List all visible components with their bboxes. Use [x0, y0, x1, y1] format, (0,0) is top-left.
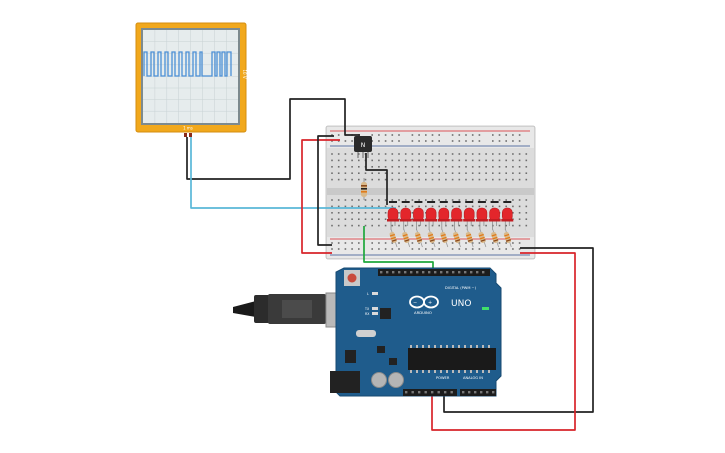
- power-header: [403, 389, 457, 396]
- led[interactable]: [450, 207, 463, 230]
- analog-label: ANALOG IN: [463, 376, 483, 380]
- power-label: POWER: [436, 376, 450, 380]
- led[interactable]: [463, 207, 476, 230]
- led-resistor[interactable]: [503, 228, 512, 248]
- led-resistor[interactable]: [440, 228, 449, 248]
- oscilloscope[interactable]: 10 V 1 ms: [135, 22, 247, 137]
- led[interactable]: [488, 207, 501, 230]
- wires: [186, 98, 594, 431]
- led-resistor[interactable]: [402, 228, 411, 248]
- svg-text:−: −: [413, 300, 417, 306]
- led[interactable]: [475, 207, 488, 230]
- wire-cyan-scope-signal[interactable]: [190, 137, 396, 209]
- on-led: [482, 307, 489, 310]
- oscilloscope-signal: [143, 51, 232, 77]
- oscilloscope-probe-positive[interactable]: [184, 133, 187, 137]
- led-resistor[interactable]: [453, 228, 461, 248]
- led[interactable]: [399, 207, 412, 230]
- led-array: [387, 201, 514, 248]
- led[interactable]: [425, 207, 438, 230]
- digital-label: DIGITAL (PWM ~): [445, 286, 477, 290]
- bottom-pins: [405, 391, 495, 394]
- rx-led-label: RX: [365, 312, 370, 316]
- led[interactable]: [412, 207, 425, 230]
- crystal: [356, 330, 376, 337]
- power-jack: [330, 371, 360, 393]
- led-resistor[interactable]: [465, 228, 474, 248]
- model-label: UNO: [451, 299, 471, 309]
- oscilloscope-time-label: 1 ms: [183, 126, 193, 131]
- wire-black-ground-rail-right[interactable]: [443, 247, 594, 413]
- oscilloscope-scale-label: 10 V: [242, 69, 247, 78]
- arduino-uno[interactable]: DIGITAL (PWM ~) − + UNO ARDUINO L TX RX: [233, 267, 502, 397]
- led[interactable]: [501, 207, 514, 230]
- oscilloscope-probe-negative[interactable]: [189, 133, 192, 137]
- npn-transistor[interactable]: N: [354, 136, 372, 158]
- transistor-label: N: [361, 142, 366, 149]
- wire-black-transistor-to-leds[interactable]: [365, 153, 388, 205]
- wire-black-ground-rail-left[interactable]: [317, 135, 334, 246]
- mcu-pins: [410, 345, 490, 373]
- led[interactable]: [387, 207, 399, 230]
- capacitor: [388, 372, 404, 388]
- led-resistor[interactable]: [478, 228, 487, 248]
- wire-red-power-rail-left[interactable]: [301, 139, 340, 254]
- usb-chip: [380, 308, 391, 319]
- voltage-regulator: [345, 350, 356, 363]
- svg-text:+: +: [428, 300, 432, 306]
- arduino-logo: − +: [409, 295, 439, 309]
- atmega-chip: [408, 348, 496, 370]
- wire-red-5v-rail-right[interactable]: [431, 252, 576, 431]
- wire-black-scope-to-transistor[interactable]: [186, 98, 360, 180]
- led-resistor[interactable]: [414, 228, 423, 248]
- led-resistor[interactable]: [389, 228, 398, 248]
- led[interactable]: [437, 207, 450, 230]
- l-led-label: L: [367, 292, 369, 296]
- base-resistor[interactable]: [361, 178, 367, 200]
- usb-cable[interactable]: [233, 294, 326, 324]
- wire-green-digital-pin[interactable]: [363, 226, 434, 271]
- tx-led-label: TX: [364, 307, 370, 311]
- digital-pins: [380, 271, 485, 274]
- led-resistor[interactable]: [491, 228, 499, 248]
- brand-label: ARDUINO: [414, 310, 432, 315]
- led-resistor[interactable]: [427, 228, 436, 248]
- capacitor: [371, 372, 387, 388]
- analog-header: [460, 389, 496, 396]
